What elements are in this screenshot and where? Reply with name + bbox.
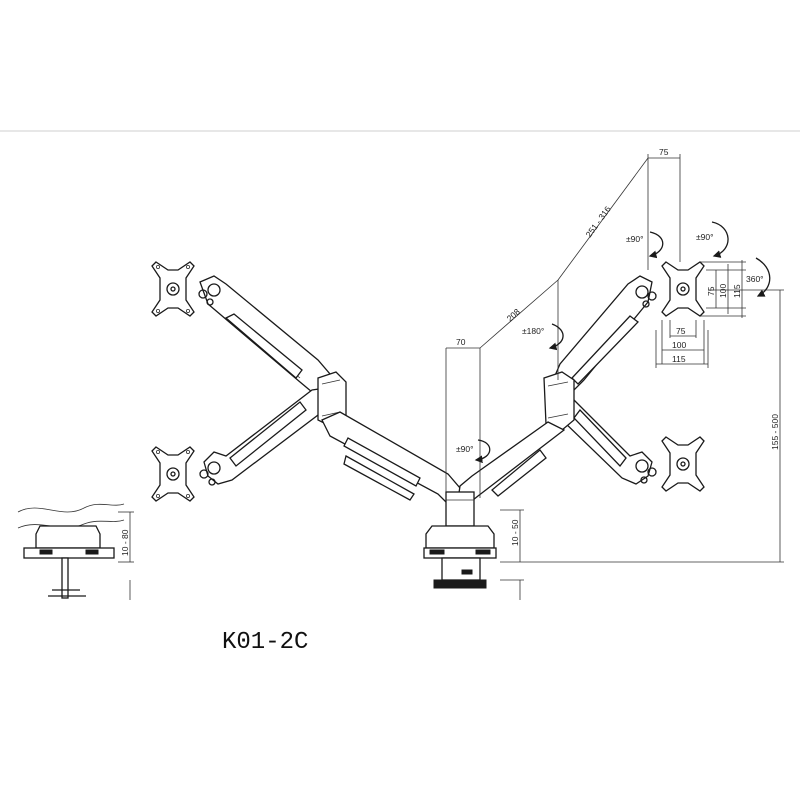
- dim-70: 70: [456, 337, 466, 347]
- dim-vesa-115-h: 115: [672, 354, 686, 364]
- grommet-dim-line: [118, 511, 134, 600]
- rot-180: ±180°: [522, 326, 544, 336]
- left-main-arm: [321, 411, 461, 505]
- right-upper-arm: [553, 275, 657, 391]
- rot-90-top-left: ±90°: [626, 234, 644, 244]
- rotation-arrow-swivel-top-right: [711, 221, 729, 258]
- dim-vesa-115-v: 115: [732, 284, 742, 298]
- dim-vesa-100-v: 100: [718, 284, 728, 298]
- left-upper-arm: [198, 275, 331, 393]
- dim-vesa-75-h: 75: [676, 326, 686, 336]
- vesa-plate-bottom-left: [151, 446, 195, 502]
- vesa-vertical-dims: [700, 260, 746, 318]
- right-elbow-joint: [543, 371, 575, 431]
- dim-251-316: 251 - 316: [584, 204, 613, 239]
- rotation-arrow-tilt-top: [648, 231, 664, 259]
- rotation-arrow-360: [755, 257, 771, 297]
- clamp-dim-line: [500, 509, 524, 600]
- vesa-plate-bottom-right: [661, 436, 705, 492]
- center-pole: [445, 491, 475, 527]
- rotation-arrow-base: [474, 439, 491, 464]
- dim-vesa-100-h: 100: [672, 340, 686, 350]
- rot-360: 360°: [746, 274, 764, 284]
- vesa-horizontal-dims: [655, 320, 709, 368]
- height-dim-line: [500, 289, 784, 563]
- dim-208: 208: [505, 306, 522, 323]
- rot-90-top-right: ±90°: [696, 232, 714, 242]
- dim-vesa-75-v: 75: [706, 286, 716, 296]
- left-lower-arm: [199, 387, 333, 486]
- vesa-plate-top-right: [661, 261, 705, 317]
- rot-90-base: ±90°: [456, 444, 474, 454]
- grommet-mount-detail: [17, 503, 125, 599]
- dim-line-208: [479, 279, 559, 349]
- dim-75-top: 75: [659, 147, 669, 157]
- right-lower-arm: [553, 395, 657, 485]
- model-label: K01-2C: [222, 629, 308, 656]
- rotation-arrow-180: [548, 323, 564, 351]
- desk-clamp-base: [423, 525, 497, 589]
- vesa-plate-top-left: [151, 261, 195, 317]
- dim-line-251-316: [557, 157, 649, 281]
- dim-height-155-500: 155 - 500: [770, 414, 780, 450]
- dim-grommet-10-80: 10 - 80: [120, 529, 130, 556]
- dim-clamp-10-50: 10 - 50: [510, 519, 520, 546]
